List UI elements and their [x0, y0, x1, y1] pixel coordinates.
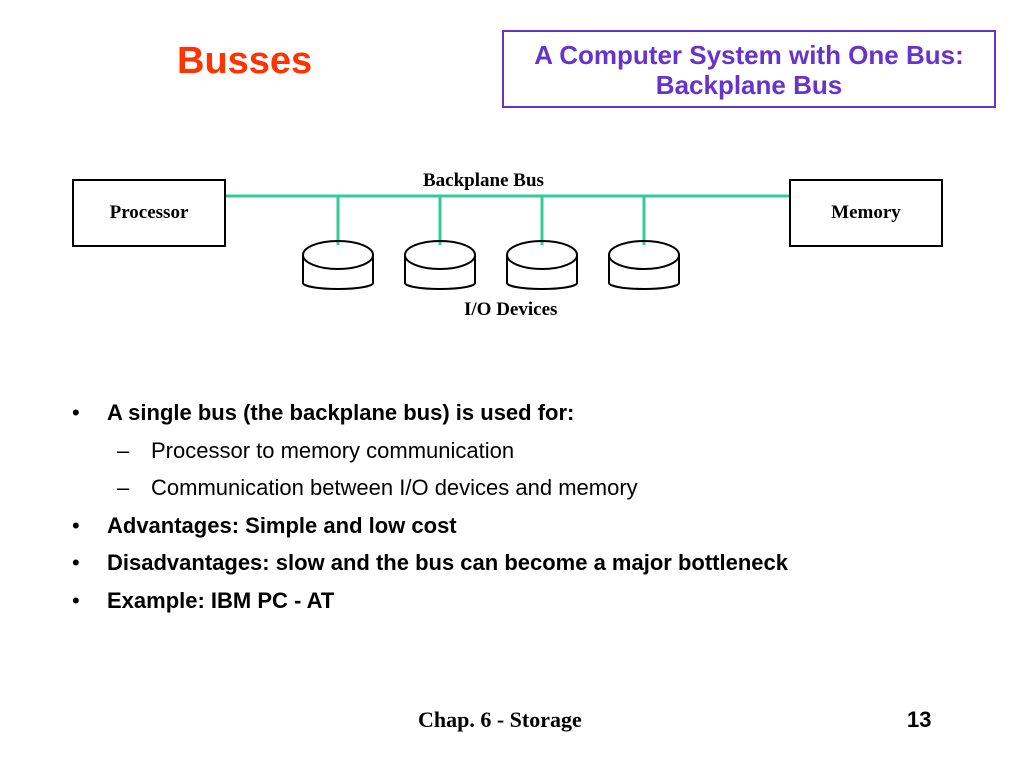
slide-title: Busses: [177, 40, 313, 82]
footer-chapter: Chap. 6 - Storage: [418, 707, 582, 732]
bullet-item: • A single bus (the backplane bus) is us…: [72, 398, 992, 436]
memory-box: Memory: [789, 179, 943, 247]
bus-diagram: Backplane Bus Processor Memory I/O Devic…: [0, 0, 1024, 380]
processor-box: Processor: [72, 179, 226, 247]
io-device-disk-icon-4: [607, 240, 681, 290]
bullet-text: Example: IBM PC - AT: [107, 587, 335, 613]
bullet-marker: •: [72, 512, 80, 538]
memory-label: Memory: [831, 202, 901, 223]
sub-bullet-text: Communication between I/O devices and me…: [151, 475, 638, 500]
sub-bullet-marker: –: [117, 475, 130, 500]
io-device-disk-icon-2: [403, 240, 477, 290]
bullet-marker: •: [72, 550, 80, 575]
sub-bullet-marker: –: [117, 437, 130, 463]
io-devices-label: I/O Devices: [464, 299, 558, 320]
bullet-text: A single bus (the backplane bus) is used…: [107, 400, 575, 425]
processor-label: Processor: [109, 202, 189, 223]
backplane-bus-label: Backplane Bus: [423, 170, 544, 191]
io-device-disk-icon-3: [505, 240, 579, 290]
bullet-marker: •: [72, 400, 80, 425]
bullet-item: • Disadvantages: slow and the bus can be…: [72, 548, 992, 586]
bullet-text: Disadvantages: slow and the bus can beco…: [107, 550, 788, 575]
bullet-item: • Advantages: Simple and low cost: [72, 511, 992, 549]
sub-bullet-item: – Communication between I/O devices and …: [72, 473, 992, 511]
sub-bullet-text: Processor to memory communication: [151, 437, 515, 463]
slide-callout-box: A Computer System with One Bus: Backplan…: [502, 30, 996, 108]
bullet-item: • Example: IBM PC - AT: [72, 586, 992, 624]
callout-line-2: Backplane Bus: [655, 70, 843, 100]
callout-line-1: A Computer System with One Bus:: [534, 40, 964, 70]
bus-diagram-svg: [226, 194, 790, 290]
bullet-marker: •: [72, 587, 80, 613]
io-device-disk-icon-1: [301, 240, 375, 290]
page-number: 13: [907, 707, 932, 732]
bullet-text: Advantages: Simple and low cost: [107, 512, 457, 538]
sub-bullet-item: – Processor to memory communication: [72, 436, 992, 474]
bullet-list: • A single bus (the backplane bus) is us…: [72, 398, 992, 623]
